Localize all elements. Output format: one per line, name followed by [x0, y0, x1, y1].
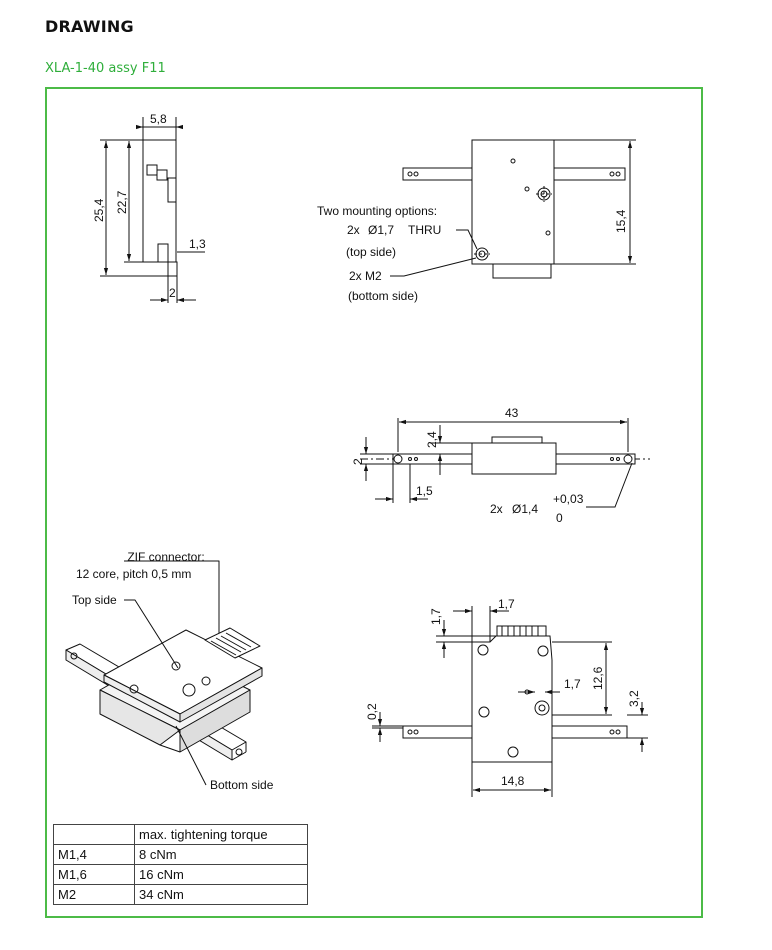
table-header-cell: max. tightening torque — [134, 824, 308, 845]
bottom-view-zif — [496, 625, 547, 637]
dim-front-end: 1,5 — [416, 484, 433, 498]
table-row: M1,4 8 cNm — [53, 844, 308, 865]
dim-bottom-e: 3,2 — [627, 690, 641, 707]
iso-view — [65, 560, 263, 786]
table-cell: M2 — [53, 884, 135, 905]
zif-connector-spec: 12 core, pitch 0,5 mm — [76, 567, 191, 581]
m2-side-note: (bottom side) — [348, 289, 418, 303]
dim-bottom-d: 1,7 — [564, 677, 581, 691]
table-row: M1,6 16 cNm — [53, 864, 308, 885]
table-row: M2 34 cNm — [53, 884, 308, 905]
dim-front-rail: 2 — [351, 458, 365, 465]
hole-diameter: Ø1,4 — [512, 502, 538, 516]
dim-top-height: 15,4 — [614, 209, 628, 233]
top-view — [390, 139, 636, 279]
top-side-label: Top side — [72, 593, 117, 607]
torque-table: max. tightening torque M1,4 8 cNm M1,6 1… — [53, 824, 308, 905]
dim-side-height-total: 25,4 — [92, 198, 106, 222]
dim-side-height-inner: 22,7 — [115, 190, 129, 214]
hole-tol-upper: +0,03 — [553, 492, 584, 506]
table-cell: 8 cNm — [134, 844, 308, 865]
thru-diameter: Ø1,7 — [368, 223, 394, 237]
hole-tol-lower: 0 — [556, 511, 563, 525]
dim-bottom-c: 12,6 — [591, 666, 605, 690]
bottom-side-label: Bottom side — [210, 778, 274, 792]
table-cell: 34 cNm — [134, 884, 308, 905]
side-view-body — [142, 139, 177, 263]
drawing-frame — [45, 87, 703, 918]
table-cell: 16 cNm — [134, 864, 308, 885]
m2-label: 2x M2 — [349, 269, 382, 283]
dim-bottom-b: 1,7 — [429, 608, 443, 625]
mounting-options-title: Two mounting options: — [317, 204, 437, 218]
dim-bottom-a: 1,7 — [498, 597, 515, 611]
table-header-row: max. tightening torque — [53, 824, 308, 845]
dim-side-foot: 1,3 — [189, 237, 206, 251]
bottom-view — [372, 606, 648, 797]
dim-bottom-width: 14,8 — [501, 774, 525, 788]
table-cell: M1,6 — [53, 864, 135, 885]
front-view-carriage — [471, 442, 557, 475]
thru-qty: 2x — [347, 223, 360, 237]
page-title: DRAWING — [45, 17, 134, 36]
bottom-view-carriage — [471, 635, 553, 763]
hole-qty: 2x — [490, 502, 503, 516]
dim-front-length: 43 — [505, 406, 519, 420]
front-view — [360, 418, 650, 508]
dim-side-width: 5,8 — [150, 112, 167, 126]
table-header-cell — [53, 824, 135, 845]
dim-side-bottom: 2 — [169, 286, 176, 300]
dim-front-offset: 2,4 — [425, 431, 439, 448]
dim-bottom-f: 0,2 — [365, 703, 379, 720]
table-cell: M1,4 — [53, 844, 135, 865]
drawing-subtitle: XLA-1-40 assy F11 — [45, 61, 166, 76]
thru-side-note: (top side) — [346, 245, 396, 259]
thru-label: THRU — [408, 223, 441, 237]
side-view — [100, 117, 205, 303]
zif-connector-label: ZIF connector: — [127, 550, 204, 564]
